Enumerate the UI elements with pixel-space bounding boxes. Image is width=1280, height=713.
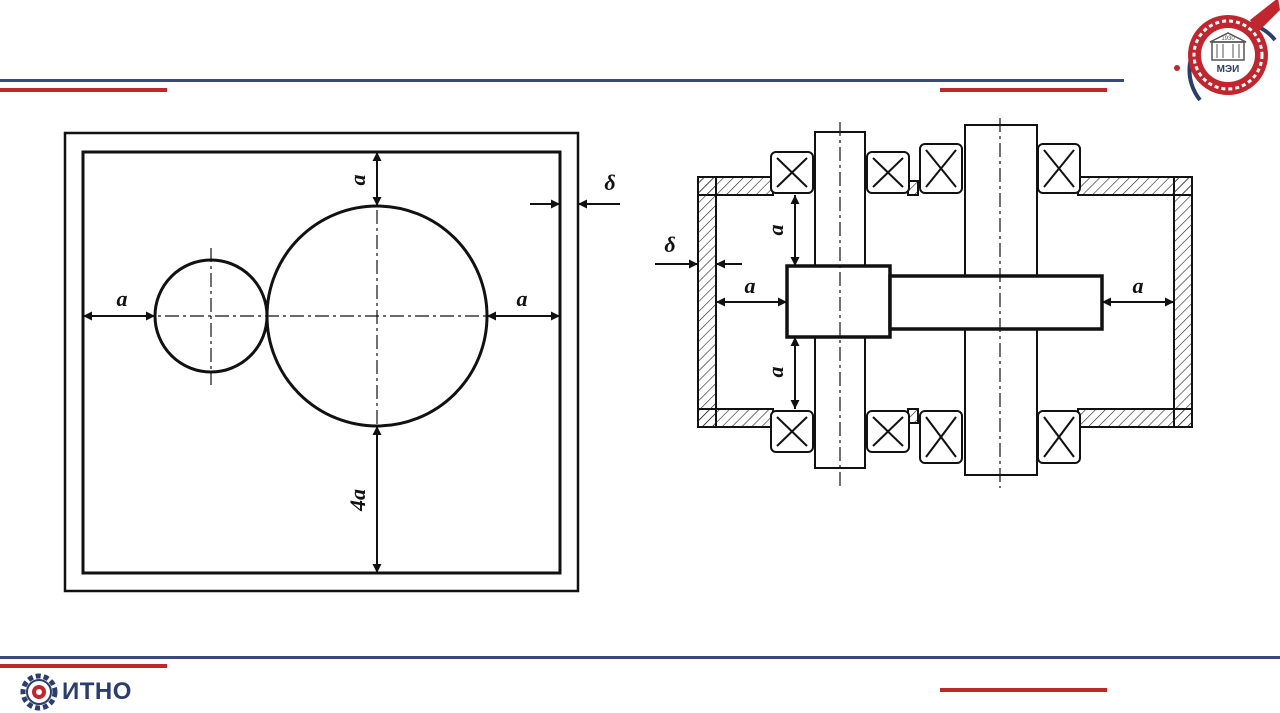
right-dimension-arrows [655, 195, 1174, 409]
shaft-center-lines [839, 118, 1001, 490]
right-view: δ a a a a [655, 118, 1193, 490]
label-left-gap: a [117, 286, 128, 311]
footer-line-red-right [940, 688, 1107, 692]
footer-line-navy [0, 656, 1280, 659]
footer-brand: ИТНО [20, 672, 132, 712]
label-right-lower-gap: a [763, 367, 788, 378]
gear-logo-icon [20, 673, 58, 711]
logo-year: 1930 [1221, 36, 1235, 42]
label-top-gap: a [345, 175, 370, 186]
bearings [770, 143, 1081, 464]
label-right-right-gap: a [1133, 273, 1144, 298]
header-line-red-left [0, 88, 167, 92]
label-bottom-gap: 4a [345, 489, 370, 512]
label-right-left-gap: a [745, 273, 756, 298]
housing-inner-wall [81, 150, 562, 575]
footer-brand-text: ИТНО [62, 678, 132, 705]
left-view: a a a 4a δ [63, 131, 620, 593]
label-right-gap: a [517, 286, 528, 311]
header-line-navy [0, 79, 1124, 82]
label-wall-gap: δ [604, 170, 615, 195]
dimension-arrows [83, 152, 620, 573]
university-logo: 1930 МЭИ [1174, 0, 1280, 102]
center-lines [140, 160, 500, 440]
label-right-upper-gap: a [763, 225, 788, 236]
large-gear-section [888, 274, 1104, 331]
housing-outer-wall [63, 131, 580, 593]
small-gear-section [785, 264, 892, 339]
label-right-wall-gap: δ [664, 232, 675, 257]
header-line-red-right [940, 88, 1107, 92]
logo-text: МЭИ [1217, 64, 1240, 75]
footer-line-red-left [0, 664, 167, 668]
